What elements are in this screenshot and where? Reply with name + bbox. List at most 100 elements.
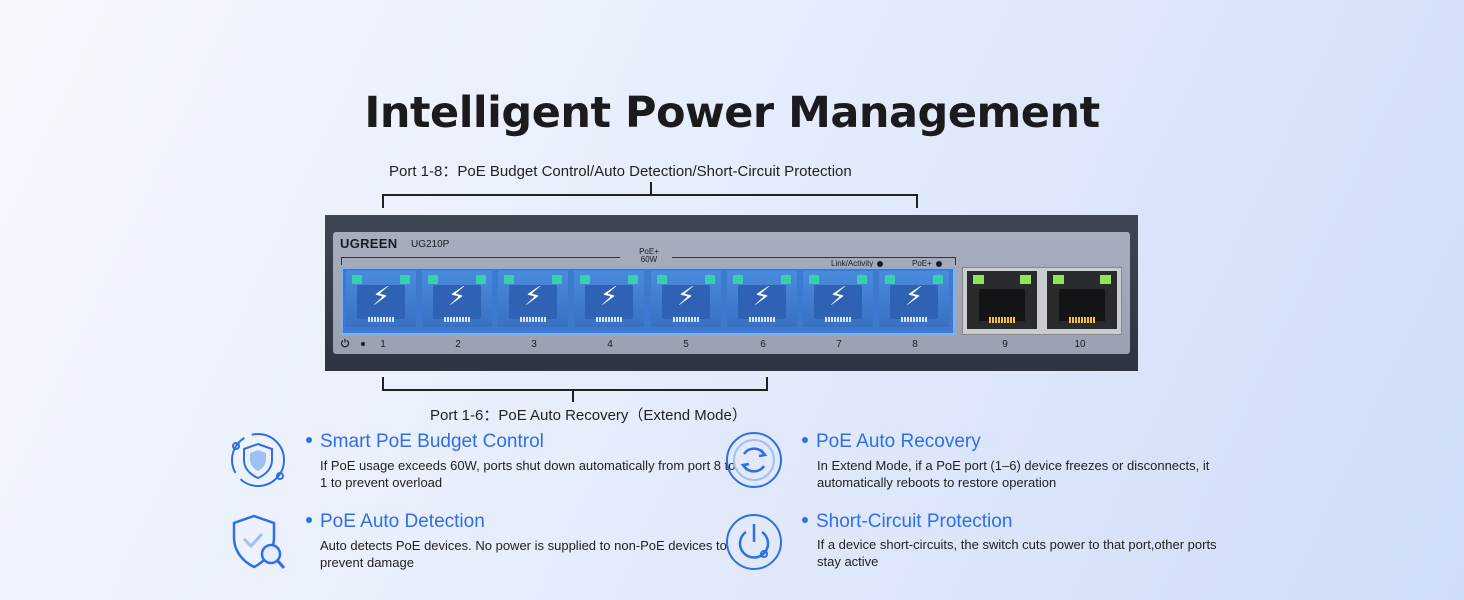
- lightning-icon: ⚡︎: [828, 281, 848, 311]
- port-number: 7: [836, 339, 842, 350]
- feature-desc-budget: If PoE usage exceeds 60W, ports shut dow…: [320, 458, 736, 490]
- bottom-bracket-label: Port 1-6：PoE Auto Recovery（Extend Mode）: [430, 407, 747, 424]
- uplink-port-9: [967, 271, 1037, 329]
- panel-line-right: [672, 257, 956, 265]
- port-number: 1: [380, 339, 386, 350]
- port-led: [885, 275, 895, 284]
- poe-port-6: ⚡︎: [727, 271, 797, 327]
- feature-title-budget-text: Smart PoE Budget Control: [320, 431, 544, 452]
- port-led: [705, 275, 715, 284]
- top-bracket-label: Port 1-8：PoE Budget Control/Auto Detecti…: [389, 163, 852, 180]
- bullet-dot: [306, 436, 312, 443]
- refresh-icon: [726, 432, 782, 488]
- port-number: 2: [455, 339, 461, 350]
- port-number: 10: [1074, 339, 1086, 350]
- port-number: 5: [683, 339, 689, 350]
- poe-port-3: ⚡︎: [498, 271, 568, 327]
- feature-title-short-circuit: Short-Circuit Protection: [802, 511, 1012, 533]
- feature-title-recovery: PoE Auto Recovery: [802, 431, 981, 453]
- rj45-jack: [979, 289, 1025, 321]
- port-number: 4: [607, 339, 613, 350]
- port-led: [552, 275, 562, 284]
- feature-title-detection: PoE Auto Detection: [306, 511, 485, 533]
- port-led: [1100, 275, 1111, 284]
- link-activity-text: Link/Activity: [831, 259, 874, 268]
- port-led: [657, 275, 667, 284]
- top-bracket-stem: [650, 182, 652, 195]
- port-number: 9: [1002, 339, 1008, 350]
- poe-tag-line2: 60W: [640, 255, 658, 264]
- bullet-dot: [802, 516, 808, 523]
- port-led: [580, 275, 590, 284]
- rj45-jack: [814, 285, 862, 319]
- port-led: [933, 275, 943, 284]
- rj45-jack: [1059, 289, 1105, 321]
- port-number: 8: [912, 339, 918, 350]
- feature-title-short-circuit-text: Short-Circuit Protection: [816, 511, 1013, 532]
- panel-line-left: [341, 257, 620, 265]
- power-led-dot: [361, 342, 365, 346]
- port-led: [628, 275, 638, 284]
- port-led: [428, 275, 438, 284]
- rj45-jack: [357, 285, 405, 319]
- switch-brand: UGREEN: [340, 236, 398, 251]
- rj45-jack: [738, 285, 786, 319]
- rj45-jack: [509, 285, 557, 319]
- lightning-icon: ⚡︎: [447, 281, 467, 311]
- poe-plus-label: PoE+: [912, 259, 942, 268]
- port-led: [352, 275, 362, 284]
- lightning-icon: ⚡︎: [371, 281, 391, 311]
- feature-title-budget: Smart PoE Budget Control: [306, 431, 544, 453]
- lightning-icon: ⚡︎: [523, 281, 543, 311]
- port-led: [809, 275, 819, 284]
- poe-port-2: ⚡︎: [422, 271, 492, 327]
- power-led-icon: [340, 338, 350, 348]
- feature-title-detection-text: PoE Auto Detection: [320, 511, 485, 532]
- jack-pins: [749, 317, 775, 322]
- lightning-icon: ⚡︎: [752, 281, 772, 311]
- bottom-bracket-stem: [572, 389, 574, 402]
- shield-search-icon: [232, 514, 286, 569]
- jack-pins: [1069, 317, 1095, 323]
- bullet-dot: [306, 516, 312, 523]
- jack-pins: [901, 317, 927, 322]
- rj45-jack: [585, 285, 633, 319]
- port-led: [1020, 275, 1031, 284]
- power-icon: [726, 514, 782, 570]
- switch-model: UG210P: [411, 239, 450, 250]
- jack-pins: [368, 317, 394, 322]
- lightning-icon: ⚡︎: [904, 281, 924, 311]
- port-led: [400, 275, 410, 284]
- poe-budget-tag: PoE+ 60W: [620, 248, 678, 264]
- port-led: [781, 275, 791, 284]
- poe-port-7: ⚡︎: [803, 271, 873, 327]
- feature-desc-detection: Auto detects PoE devices. No power is su…: [320, 538, 727, 570]
- poe-port-5: ⚡︎: [651, 271, 721, 327]
- lightning-icon: ⚡︎: [599, 281, 619, 311]
- jack-pins: [673, 317, 699, 322]
- jack-pins: [520, 317, 546, 322]
- port-led: [476, 275, 486, 284]
- feature-desc-short-circuit: If a device short-circuits, the switch c…: [817, 537, 1217, 569]
- poe-port-1: ⚡︎: [346, 271, 416, 327]
- port-led: [857, 275, 867, 284]
- link-activity-dot: [877, 260, 884, 267]
- rj45-jack: [890, 285, 938, 319]
- lightning-icon: ⚡︎: [676, 281, 696, 311]
- poe-plus-text: PoE+: [912, 259, 932, 268]
- jack-pins: [825, 317, 851, 322]
- port-led: [1053, 275, 1064, 284]
- rj45-jack: [433, 285, 481, 319]
- bottom-bracket: [382, 377, 768, 391]
- jack-pins: [596, 317, 622, 322]
- poe-tag-line1: PoE+: [639, 247, 659, 256]
- feature-desc-recovery: In Extend Mode, if a PoE port (1–6) devi…: [817, 458, 1210, 490]
- feature-title-recovery-text: PoE Auto Recovery: [816, 431, 981, 452]
- bullet-dot: [802, 436, 808, 443]
- poe-plus-dot: [935, 260, 942, 267]
- port-led: [733, 275, 743, 284]
- jack-pins: [989, 317, 1015, 323]
- jack-pins: [444, 317, 470, 322]
- link-activity-label: Link/Activity: [831, 259, 884, 268]
- port-led: [973, 275, 984, 284]
